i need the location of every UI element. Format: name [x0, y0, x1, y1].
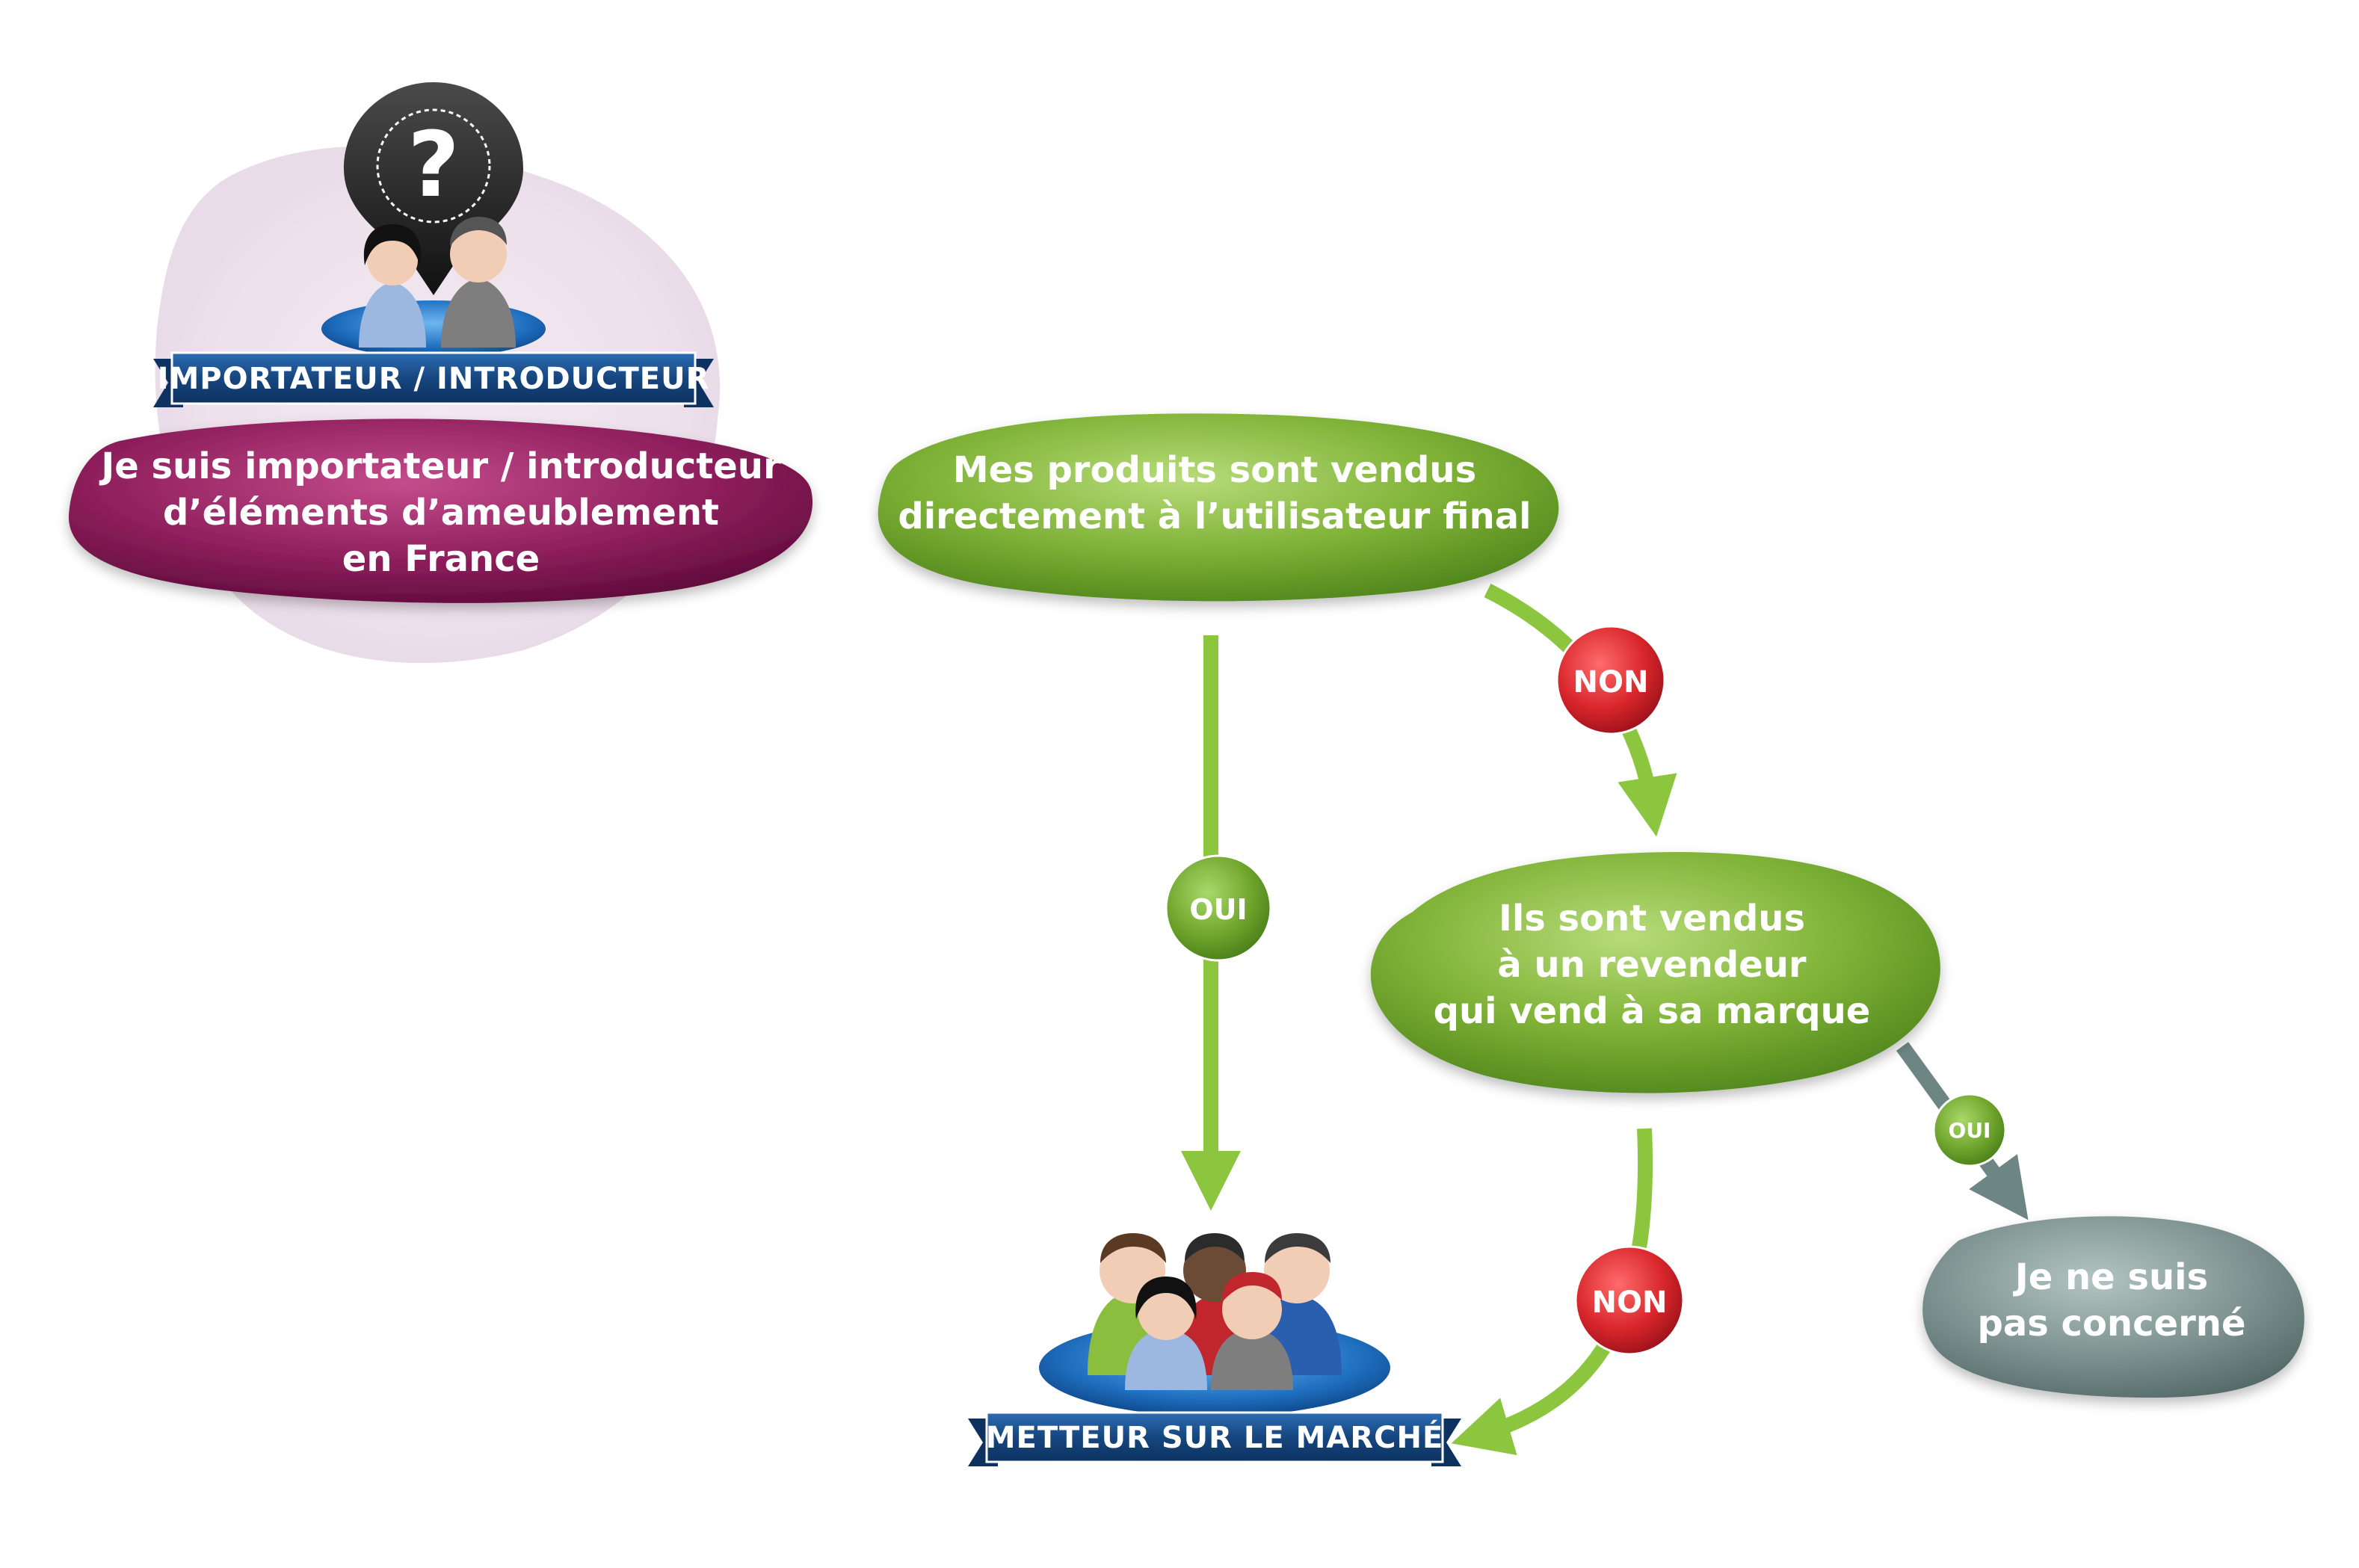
badge-q2-yes-label: OUI: [1949, 1118, 1991, 1143]
importer-ribbon-label: IMPORTATEUR / INTRODUCTEUR: [158, 362, 710, 396]
importer-statement-text: Je suis importateur / introducteur d’élé…: [99, 445, 781, 580]
question-2-node: [1370, 852, 1940, 1093]
badge-q2-no: NON: [1574, 1245, 1685, 1356]
not-concerned-line-2: pas concerné: [1977, 1303, 2245, 1345]
question-mark-pin-icon: ?: [344, 82, 523, 295]
market-ribbon-label: METTEUR SUR LE MARCHÉ: [986, 1419, 1444, 1455]
question-2-text: Ils sont vendus à un revendeur qui vend …: [1434, 898, 1871, 1032]
not-concerned-node: [1922, 1216, 2304, 1398]
badge-q1-no: NON: [1555, 625, 1666, 735]
question-1-node: [878, 413, 1559, 602]
question-2-line-1: Ils sont vendus: [1499, 898, 1805, 939]
question-2-line-3: qui vend à sa marque: [1434, 990, 1871, 1032]
not-concerned-text: Je ne suis pas concerné: [1977, 1256, 2245, 1345]
group-people-icon: [1039, 1233, 1390, 1416]
badge-q2-no-label: NON: [1592, 1285, 1668, 1320]
not-concerned-line-1: Je ne suis: [2013, 1256, 2208, 1298]
badge-q1-no-label: NON: [1573, 665, 1649, 700]
market-ribbon: METTEUR SUR LE MARCHÉ: [968, 1411, 1461, 1466]
question-2-line-2: à un revendeur: [1497, 944, 1806, 986]
importer-statement-node: [68, 419, 813, 603]
importer-line-2: d’éléments d’ameublement: [163, 492, 719, 534]
badge-q1-yes-label: OUI: [1189, 893, 1247, 926]
question-1-line-2: directement à l’utilisateur final: [898, 496, 1531, 537]
importer-ribbon: IMPORTATEUR / INTRODUCTEUR: [153, 351, 714, 407]
two-people-icon: [321, 217, 546, 357]
question-1-line-1: Mes produits sont vendus: [953, 449, 1476, 491]
question-1-text: Mes produits sont vendus directement à l…: [898, 449, 1531, 537]
badge-q1-yes: OUI: [1165, 854, 1272, 962]
badge-q2-yes: OUI: [1932, 1093, 2007, 1167]
svg-text:?: ?: [407, 114, 460, 217]
importer-line-3: en France: [342, 538, 540, 580]
importer-line-1: Je suis importateur / introducteur: [99, 445, 781, 487]
